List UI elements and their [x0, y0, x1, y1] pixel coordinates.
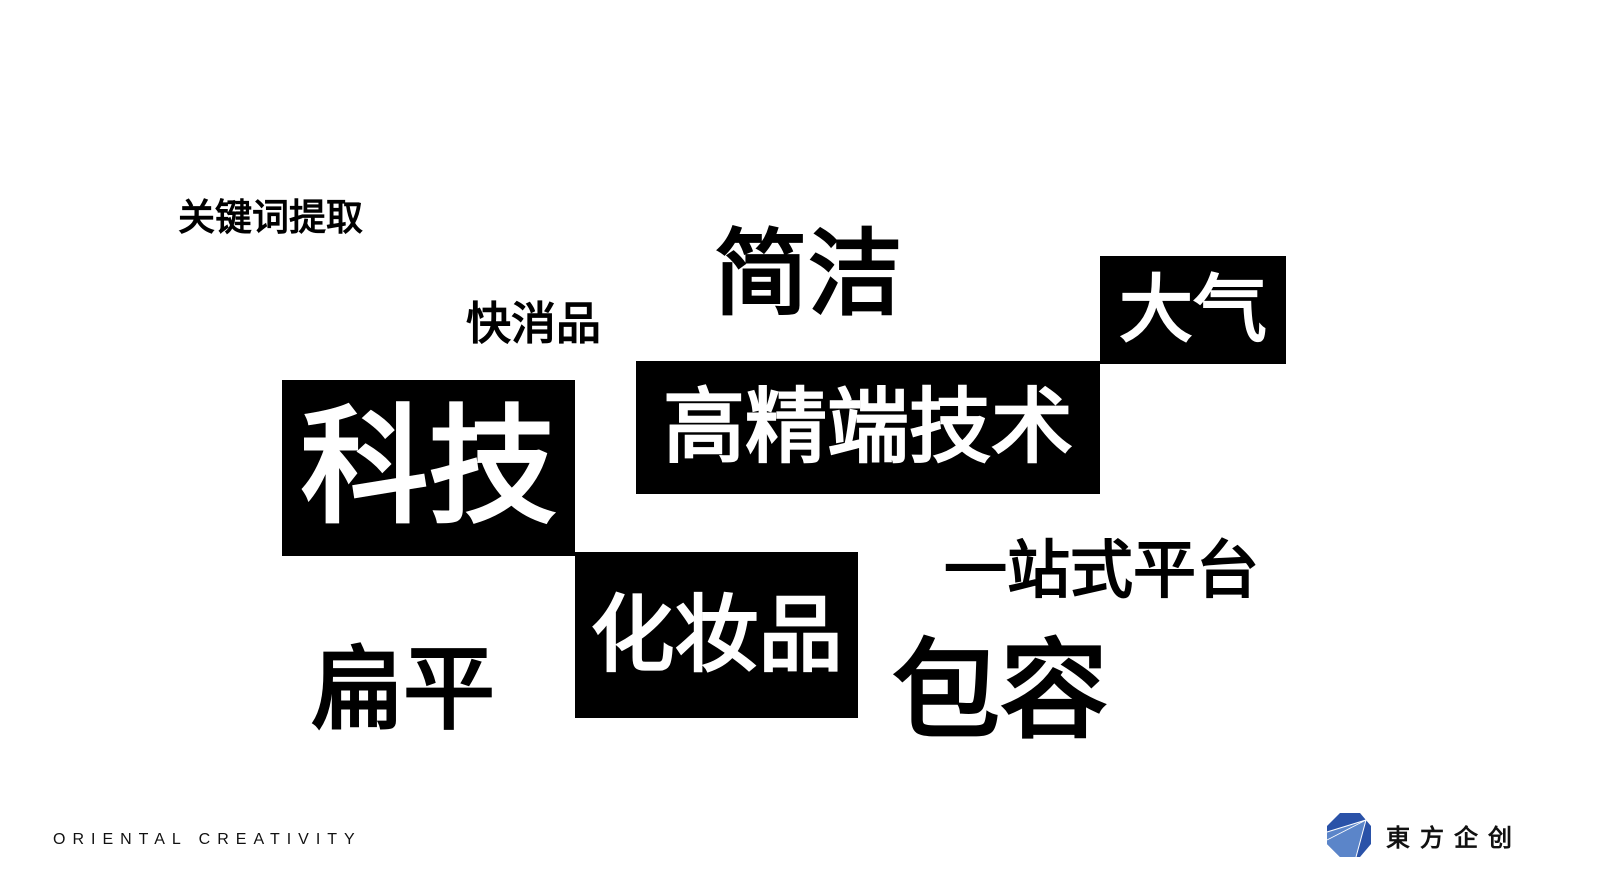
- keyword-tech: 科技: [300, 393, 557, 542]
- slide-heading: 关键词提取: [178, 196, 363, 239]
- keyword-cosmetics: 化妆品: [590, 586, 843, 684]
- brand-logo: 東方企创: [1326, 812, 1522, 858]
- keyword-high-tech-box: 高精端技术: [636, 361, 1100, 494]
- keyword-one-stop: 一站式平台: [944, 534, 1259, 607]
- keyword-inclusive: 包容: [892, 629, 1109, 754]
- brand-name: 東方企创: [1386, 822, 1522, 852]
- keyword-high-tech: 高精端技术: [662, 379, 1073, 475]
- keyword-cosmetics-box: 化妆品: [575, 552, 858, 718]
- keyword-grand-box: 大气: [1100, 256, 1286, 364]
- footer-tagline: ORIENTAL CREATIVITY: [53, 831, 362, 848]
- keyword-tech-box: 科技: [282, 380, 575, 556]
- logo-emblem-icon: [1326, 813, 1371, 858]
- keyword-grand: 大气: [1119, 267, 1267, 353]
- keyword-simple: 简洁: [714, 220, 903, 329]
- keyword-fmcg: 快消品: [466, 297, 602, 350]
- keyword-flat: 扁平: [311, 636, 496, 743]
